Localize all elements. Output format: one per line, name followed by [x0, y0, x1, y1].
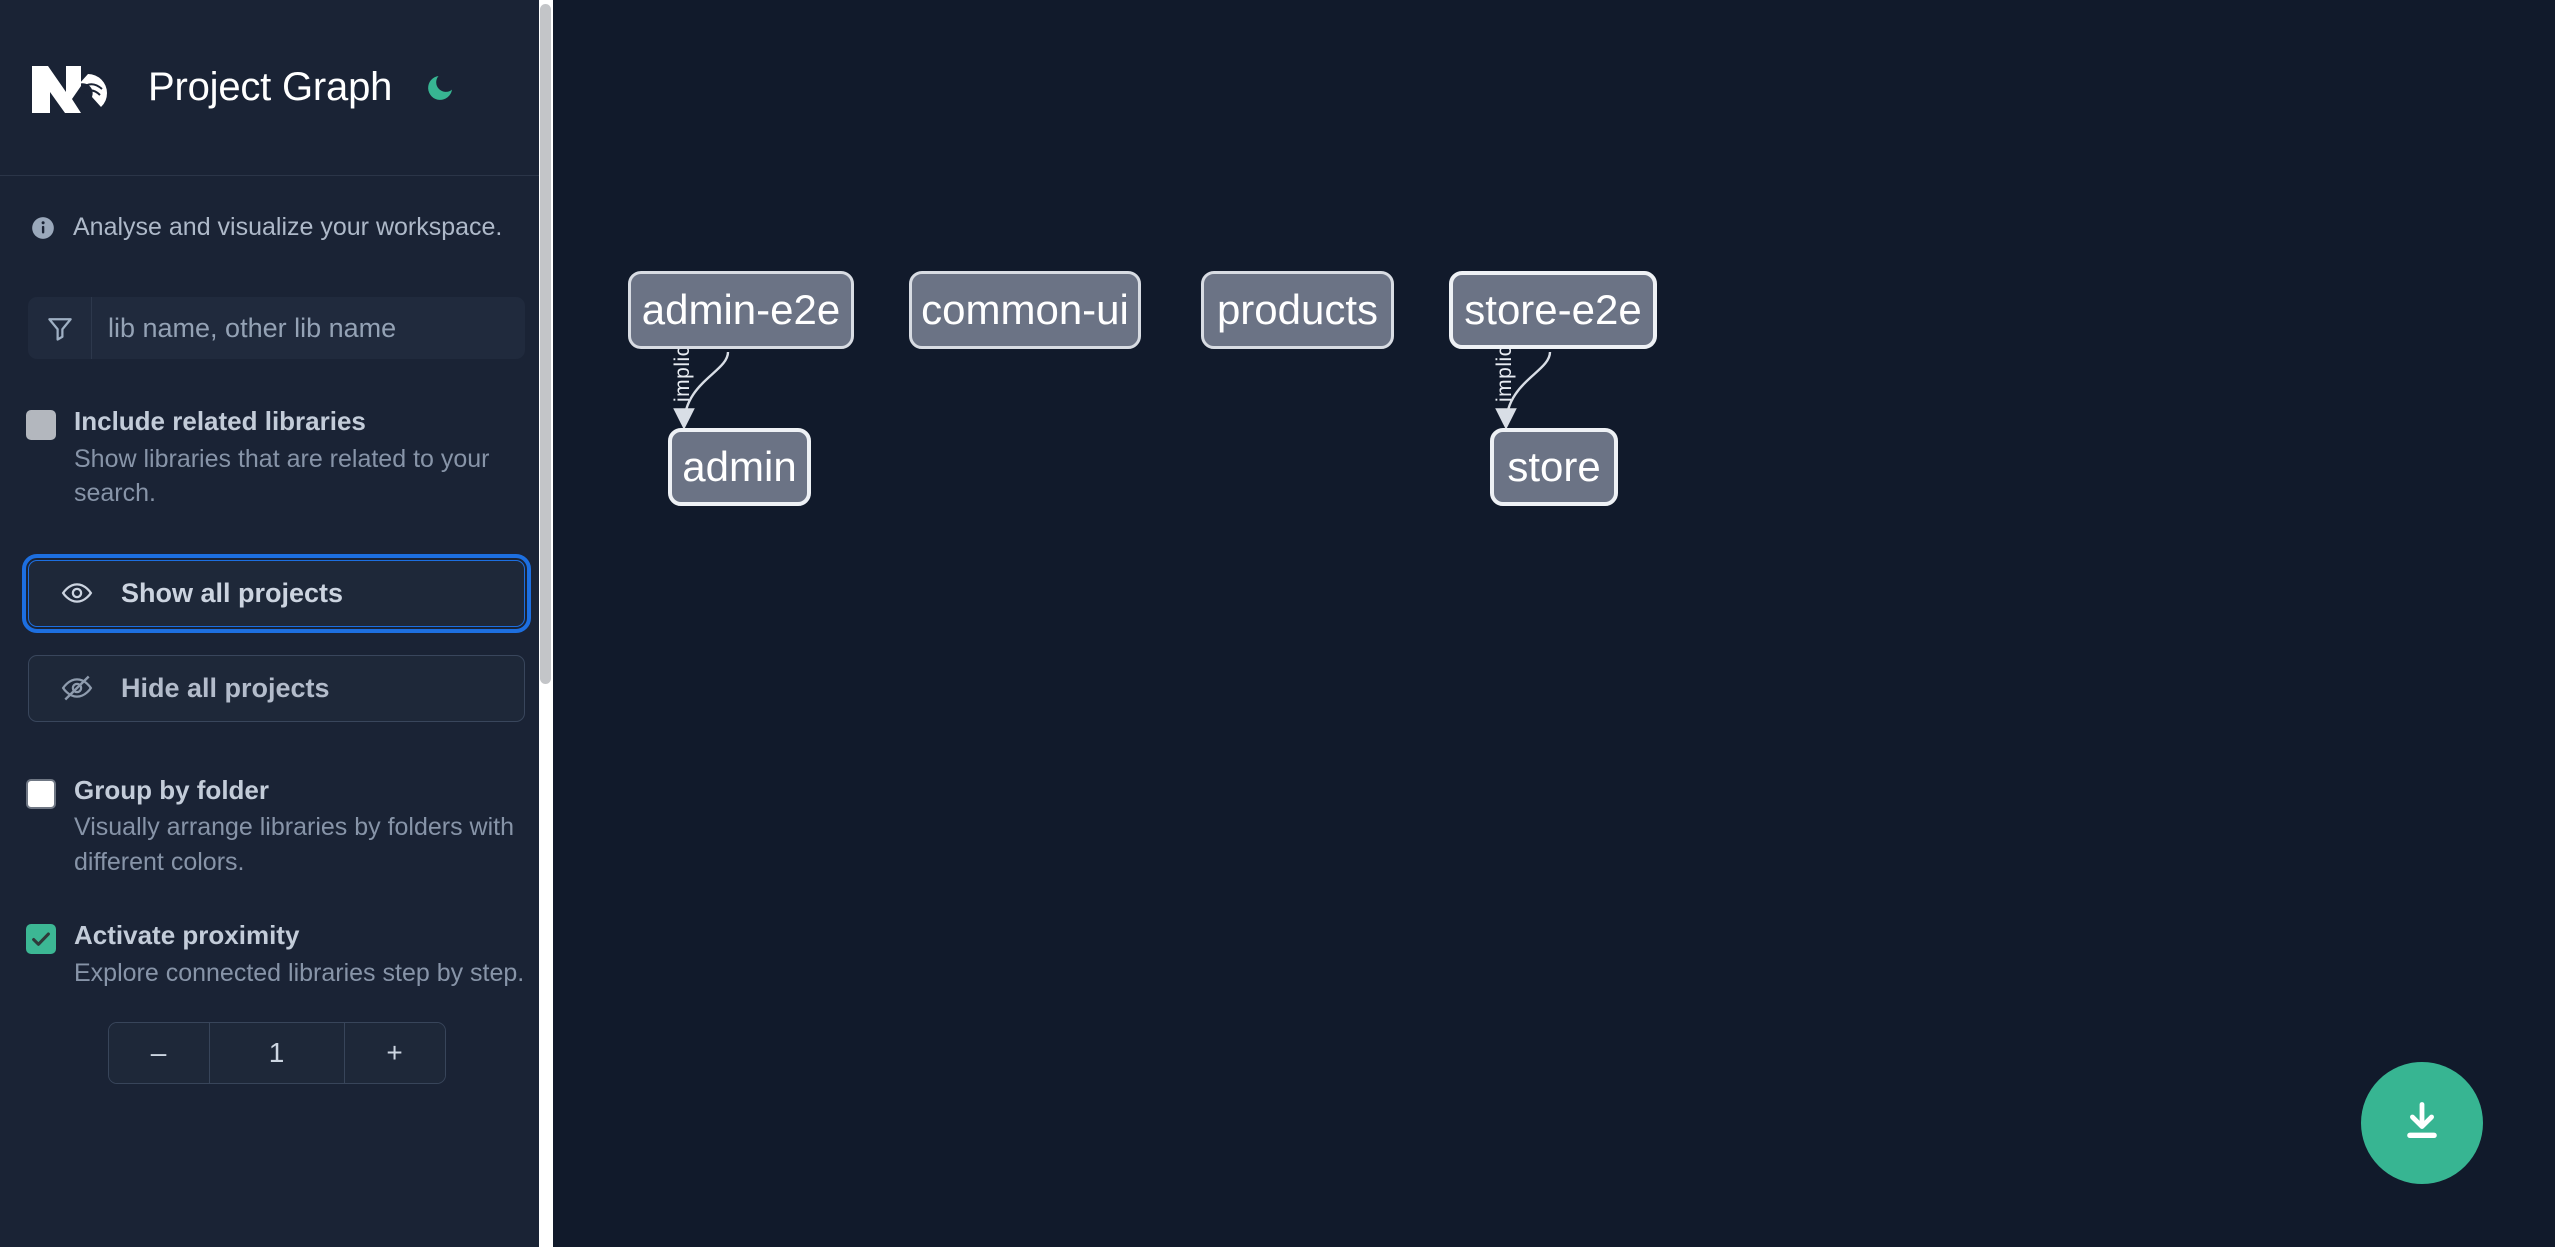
sidebar: Project Graph Analyse and visualize your…: [0, 0, 553, 1247]
proximity-increment-button[interactable]: +: [344, 1023, 445, 1083]
proximity-decrement-button[interactable]: –: [108, 1023, 209, 1083]
sidebar-scrollbar-thumb[interactable]: [540, 4, 551, 684]
sidebar-header: Project Graph: [0, 0, 553, 176]
sidebar-scrollbar[interactable]: [539, 0, 553, 1247]
eye-slash-icon: [59, 670, 95, 706]
option-label: Activate proximity: [74, 920, 300, 950]
include-related-libraries-checkbox[interactable]: [26, 410, 56, 440]
graph-canvas[interactable]: implicit implicit admin-e2e common-ui pr…: [553, 0, 2555, 1247]
option-activate-proximity[interactable]: Activate proximity Explore connected lib…: [0, 919, 553, 990]
graph-node-store-e2e[interactable]: store-e2e: [1449, 271, 1657, 349]
option-group-by-folder[interactable]: Group by folder Visually arrange librari…: [0, 774, 553, 880]
group-by-folder-checkbox[interactable]: [26, 778, 56, 809]
sidebar-tagline: Analyse and visualize your workspace.: [0, 176, 553, 242]
show-all-projects-button[interactable]: Show all projects: [22, 553, 531, 633]
info-icon: [30, 215, 56, 241]
search-input[interactable]: [92, 297, 525, 359]
edge-label-implicit: implicit: [1493, 333, 1516, 402]
filter-funnel-icon: [28, 297, 92, 359]
search-box[interactable]: [28, 297, 525, 359]
option-description: Show libraries that are related to your …: [74, 444, 490, 508]
activate-proximity-checkbox[interactable]: [26, 924, 56, 954]
moon-icon[interactable]: [420, 68, 460, 108]
graph-node-common-ui[interactable]: common-ui: [909, 271, 1141, 349]
visibility-buttons: Show all projects Hide all projects: [0, 553, 553, 722]
proximity-value: 1: [208, 1023, 345, 1083]
page-title: Project Graph: [148, 65, 393, 109]
graph-node-admin[interactable]: admin: [668, 428, 811, 506]
download-graph-button[interactable]: [2361, 1062, 2483, 1184]
graph-node-admin-e2e[interactable]: admin-e2e: [628, 271, 854, 349]
graph-node-store[interactable]: store: [1490, 428, 1618, 506]
tagline-text: Analyse and visualize your workspace.: [73, 213, 503, 241]
option-description: Visually arrange libraries by folders wi…: [74, 813, 515, 876]
download-icon: [2397, 1097, 2447, 1150]
option-label: Group by folder: [74, 774, 269, 805]
button-label: Hide all projects: [121, 672, 330, 703]
hide-all-projects-button[interactable]: Hide all projects: [28, 654, 525, 722]
button-label: Show all projects: [121, 577, 344, 608]
option-include-related-libraries[interactable]: Include related libraries Show libraries…: [0, 405, 553, 511]
proximity-stepper: – 1 +: [0, 1022, 553, 1084]
graph-node-products[interactable]: products: [1201, 271, 1394, 349]
graph-edges: [673, 351, 1552, 430]
option-label: Include related libraries: [74, 406, 366, 436]
option-description: Explore connected libraries step by step…: [74, 958, 525, 987]
eye-icon: [59, 575, 95, 611]
edge-label-implicit: implicit: [671, 333, 694, 402]
nx-logo-icon: [28, 62, 126, 114]
